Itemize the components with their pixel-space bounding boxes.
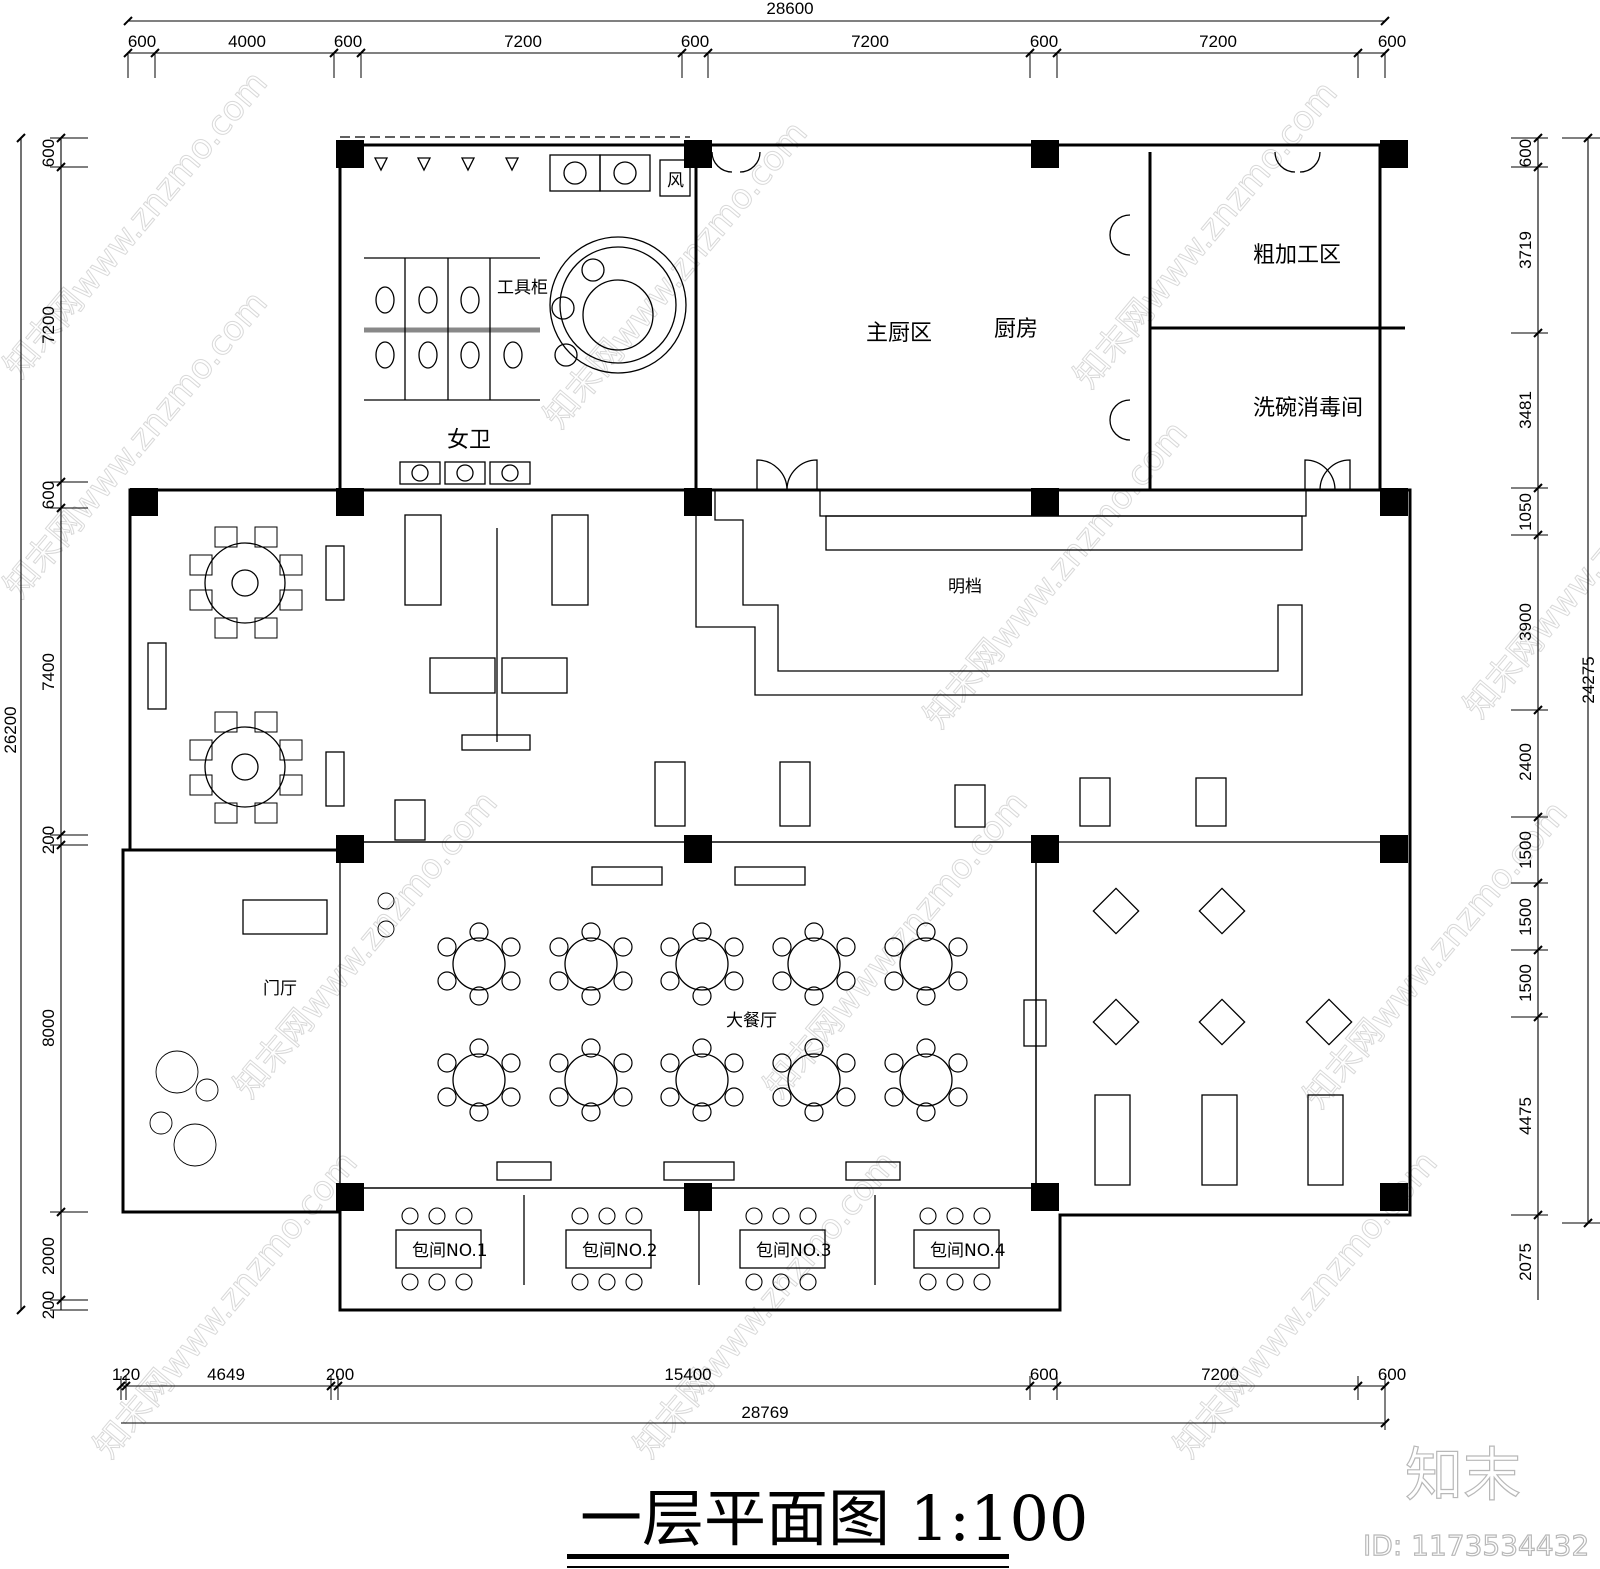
dim-top-seg: 600 bbox=[1378, 32, 1406, 51]
dimension-top: 28600 600 4000 600 7200 600 7200 600 720… bbox=[123, 0, 1406, 78]
watermark-text: 知末网www.znzmo.com bbox=[1066, 74, 1345, 396]
dishwashing-label: 洗碗消毒间 bbox=[1253, 396, 1363, 421]
dim-top-seg: 7200 bbox=[1199, 32, 1237, 51]
main-dining-furniture bbox=[437, 866, 1047, 1181]
dim-left-seg: 8000 bbox=[39, 1009, 58, 1047]
dim-left-seg: 600 bbox=[39, 481, 58, 509]
dim-right-seg: 2400 bbox=[1516, 743, 1535, 781]
dim-right-seg: 2075 bbox=[1516, 1243, 1535, 1281]
plant-icon bbox=[149, 892, 395, 1167]
watermark-text: 知末网www.znzmo.com bbox=[916, 414, 1195, 736]
drawing-title-block: 一层平面图 1:100 bbox=[567, 1482, 1088, 1568]
kitchen-label: 厨房 bbox=[994, 317, 1038, 342]
dim-left-total: 26200 bbox=[1, 706, 20, 753]
drawing-title: 一层平面图 1:100 bbox=[580, 1482, 1088, 1555]
dim-bottom-seg: 600 bbox=[1378, 1365, 1406, 1384]
dim-right-seg: 4475 bbox=[1516, 1097, 1535, 1135]
lobby-area: 门厅 bbox=[149, 892, 395, 1167]
dimension-bottom: 120 4649 200 15400 600 7200 600 28769 bbox=[112, 1365, 1406, 1430]
dim-left-seg: 7200 bbox=[39, 306, 58, 344]
dim-top-seg: 600 bbox=[681, 32, 709, 51]
dim-bottom-seg: 7200 bbox=[1201, 1365, 1239, 1384]
dim-right-seg: 3481 bbox=[1516, 391, 1535, 429]
tool-cabinet-label: 工具柜 bbox=[497, 278, 548, 298]
dim-bottom-seg: 15400 bbox=[664, 1365, 711, 1384]
watermark-text: 知末网www.znzmo.com bbox=[86, 1144, 365, 1466]
dim-bottom-seg: 200 bbox=[326, 1365, 354, 1384]
dim-bottom-seg: 120 bbox=[112, 1365, 140, 1384]
watermark-text: 知末网www.znzmo.com bbox=[756, 784, 1035, 1106]
structural-columns bbox=[130, 140, 1408, 1211]
brand-logo: 知末 bbox=[1405, 1441, 1521, 1509]
wind-shaft-label: 风 bbox=[667, 171, 684, 191]
dim-top-seg: 7200 bbox=[851, 32, 889, 51]
dim-bottom-total: 28769 bbox=[741, 1403, 788, 1422]
right-dining-furniture bbox=[394, 761, 1353, 1186]
dim-right-seg: 3719 bbox=[1516, 231, 1535, 269]
dim-right-seg: 1500 bbox=[1516, 831, 1535, 869]
private-room-2-label: 包间NO.2 bbox=[582, 1241, 658, 1261]
rough-processing-label: 粗加工区 bbox=[1253, 243, 1341, 268]
dim-top-seg: 7200 bbox=[504, 32, 542, 51]
building-walls bbox=[121, 136, 1412, 1312]
private-room-4-label: 包间NO.4 bbox=[930, 1241, 1006, 1261]
dim-top-seg: 600 bbox=[128, 32, 156, 51]
dim-right-seg: 3900 bbox=[1516, 603, 1535, 641]
dim-left-seg: 7400 bbox=[39, 653, 58, 691]
left-dining-furniture bbox=[147, 514, 589, 824]
main-kitchen-label: 主厨区 bbox=[866, 321, 932, 346]
dim-right-seg: 1500 bbox=[1516, 964, 1535, 1002]
dimension-left: 26200 600 7200 600 7400 200 8000 2000 20… bbox=[1, 133, 88, 1319]
watermark-text: 知末网www.znzmo.com bbox=[226, 784, 505, 1106]
main-dining-label: 大餐厅 bbox=[726, 1011, 777, 1031]
dim-right-seg: 600 bbox=[1516, 139, 1535, 167]
asset-id: ID: 1173534432 bbox=[1363, 1529, 1589, 1562]
dim-bottom-seg: 4649 bbox=[207, 1365, 245, 1384]
private-rooms: 包间NO.1 包间NO.2 包间NO.3 包间NO.4 bbox=[395, 1195, 1006, 1291]
private-room-1-label: 包间NO.1 bbox=[412, 1241, 488, 1261]
private-room-3-label: 包间NO.3 bbox=[756, 1241, 832, 1261]
dim-right-seg: 1050 bbox=[1516, 493, 1535, 531]
dim-left-seg: 2000 bbox=[39, 1237, 58, 1275]
brand-watermark: 知末 ID: 1173534432 bbox=[1362, 1440, 1589, 1562]
dimension-right: 24275 600 3719 3481 1050 3900 2400 1500 … bbox=[1511, 133, 1600, 1300]
toilet-fixtures: 风 工具柜 女卫 bbox=[364, 154, 691, 485]
dim-top-total: 28600 bbox=[766, 0, 813, 18]
dim-left-seg: 600 bbox=[39, 139, 58, 167]
female-toilet-label: 女卫 bbox=[447, 428, 491, 453]
dim-top-seg: 4000 bbox=[228, 32, 266, 51]
dim-top-seg: 600 bbox=[334, 32, 362, 51]
dim-bottom-seg: 600 bbox=[1030, 1365, 1058, 1384]
dim-right-seg: 1500 bbox=[1516, 898, 1535, 936]
open-kitchen-label: 明档 bbox=[948, 577, 982, 597]
dim-left-seg: 200 bbox=[39, 826, 58, 854]
dim-left-seg: 200 bbox=[39, 1291, 58, 1319]
dim-top-seg: 600 bbox=[1030, 32, 1058, 51]
lobby-label: 门厅 bbox=[263, 979, 297, 999]
dim-right-total: 24275 bbox=[1579, 656, 1598, 703]
kitchen-area: 主厨区 厨房 粗加工区 洗碗消毒间 明档 bbox=[695, 151, 1363, 696]
